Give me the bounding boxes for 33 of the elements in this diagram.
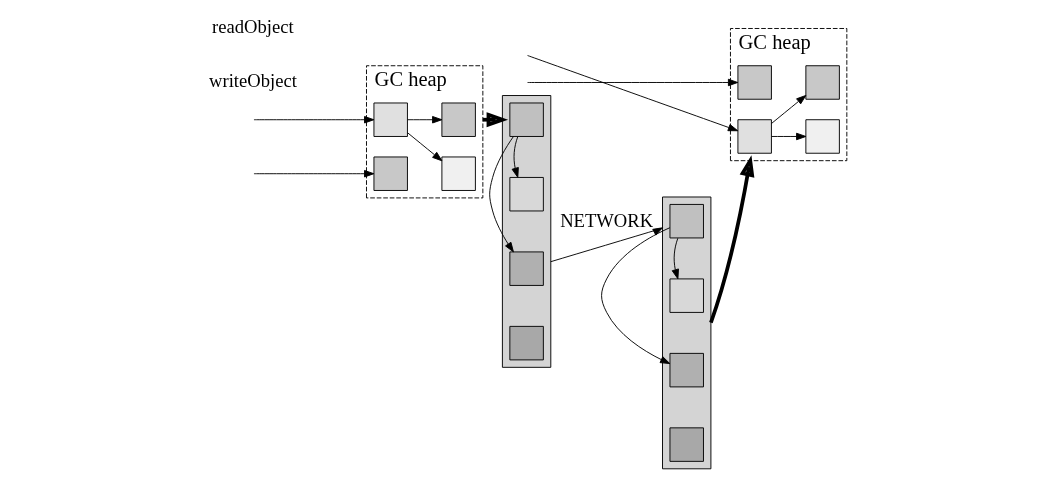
node-box <box>669 278 704 313</box>
node-box <box>736 65 772 100</box>
node-box <box>440 102 476 137</box>
arrow <box>770 94 806 124</box>
arrow <box>526 55 738 132</box>
arrow <box>600 227 670 365</box>
node-box <box>372 102 408 137</box>
arrow <box>770 132 806 141</box>
arrow <box>406 116 442 124</box>
node-box <box>372 156 408 191</box>
node-box <box>669 352 704 388</box>
arrow <box>708 155 754 324</box>
node-box <box>804 65 840 100</box>
arrow <box>511 136 519 178</box>
node-box <box>804 119 840 154</box>
node-box <box>508 325 544 361</box>
node-box <box>508 176 544 212</box>
arrow <box>488 136 514 253</box>
arrow <box>526 78 738 87</box>
node-box <box>440 156 476 191</box>
arrow <box>406 132 442 162</box>
label: writeObject <box>208 70 297 92</box>
node-box <box>669 203 704 239</box>
node-box <box>669 427 704 462</box>
node-box <box>736 119 772 154</box>
node-box <box>508 102 544 137</box>
arrow <box>253 170 374 178</box>
label: readObject <box>211 16 294 38</box>
node-box <box>508 251 544 286</box>
edge-label: NETWORK <box>559 209 653 231</box>
arrow <box>253 116 374 124</box>
arrow <box>671 237 679 280</box>
arrow <box>549 227 663 263</box>
